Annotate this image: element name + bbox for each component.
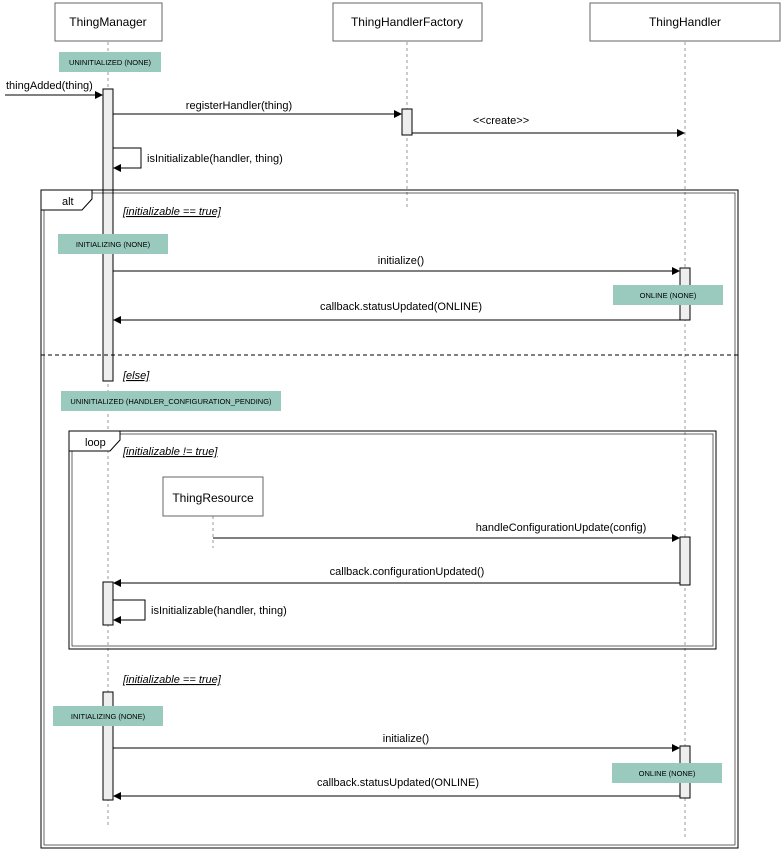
svg-text:isInitializable(handler, thing: isInitializable(handler, thing) bbox=[147, 153, 283, 165]
svg-text:handleConfigurationUpdate(conf: handleConfigurationUpdate(config) bbox=[476, 522, 647, 534]
guard-second-true: [initializable == true] bbox=[122, 674, 222, 686]
activation-manager-3 bbox=[102, 691, 114, 801]
activation-factory bbox=[401, 108, 413, 136]
message-register-handler: registerHandler(thing) bbox=[113, 100, 402, 118]
svg-text:isInitializable(handler, thing: isInitializable(handler, thing) bbox=[151, 605, 287, 617]
state-online-1: ONLINE (NONE) bbox=[613, 285, 723, 305]
svg-text:UNINITIALIZED (NONE): UNINITIALIZED (NONE) bbox=[69, 58, 152, 67]
alt-label: alt bbox=[62, 196, 74, 208]
activation-handler-2 bbox=[679, 536, 691, 586]
guard-alt-true: [initializable == true] bbox=[122, 206, 222, 218]
loop-label: loop bbox=[85, 437, 106, 449]
svg-text:UNINITIALIZED (HANDLER_CONFIGU: UNINITIALIZED (HANDLER_CONFIGURATION_PEN… bbox=[70, 397, 272, 406]
svg-text:ONLINE (NONE): ONLINE (NONE) bbox=[640, 291, 697, 300]
svg-text:ThingHandler: ThingHandler bbox=[649, 15, 721, 29]
svg-text:thingAdded(thing): thingAdded(thing) bbox=[6, 80, 93, 92]
participant-thing-handler: ThingHandler bbox=[589, 2, 781, 42]
svg-text:registerHandler(thing): registerHandler(thing) bbox=[186, 100, 292, 112]
message-is-initializable-2: isInitializable(handler, thing) bbox=[113, 599, 287, 624]
message-status-updated-2: callback.statusUpdated(ONLINE) bbox=[113, 777, 680, 800]
svg-text:<<create>>: <<create>> bbox=[473, 115, 529, 127]
message-initialize-1: initialize() bbox=[113, 255, 680, 275]
svg-text:initialize(): initialize() bbox=[378, 255, 424, 267]
message-handle-config-update: handleConfigurationUpdate(config) bbox=[213, 522, 680, 542]
alt-fragment: alt bbox=[40, 189, 739, 849]
message-status-updated-1: callback.statusUpdated(ONLINE) bbox=[113, 301, 680, 324]
svg-text:INITIALIZING (NONE): INITIALIZING (NONE) bbox=[76, 240, 151, 249]
guard-loop: [initializable != true] bbox=[122, 446, 218, 458]
svg-text:callback.statusUpdated(ONLINE): callback.statusUpdated(ONLINE) bbox=[317, 777, 479, 789]
guard-else: [else] bbox=[122, 370, 150, 382]
svg-text:ThingHandlerFactory: ThingHandlerFactory bbox=[351, 15, 463, 29]
message-is-initializable-1: isInitializable(handler, thing) bbox=[113, 147, 283, 172]
participant-thing-manager: ThingManager bbox=[54, 2, 163, 42]
svg-text:ThingManager: ThingManager bbox=[69, 15, 146, 29]
state-uninitialized-pending: UNINITIALIZED (HANDLER_CONFIGURATION_PEN… bbox=[61, 391, 281, 411]
activation-manager-2 bbox=[102, 581, 114, 626]
message-initialize-2: initialize() bbox=[113, 733, 680, 752]
state-initializing-2: INITIALIZING (NONE) bbox=[53, 706, 163, 726]
svg-text:ONLINE (NONE): ONLINE (NONE) bbox=[639, 769, 696, 778]
state-initializing-1: INITIALIZING (NONE) bbox=[58, 234, 168, 254]
message-create: <<create>> bbox=[412, 115, 685, 137]
state-online-2: ONLINE (NONE) bbox=[612, 763, 722, 783]
svg-text:callback.statusUpdated(ONLINE): callback.statusUpdated(ONLINE) bbox=[320, 301, 482, 313]
svg-text:ThingResource: ThingResource bbox=[172, 491, 254, 505]
message-thing-added: thingAdded(thing) bbox=[5, 80, 103, 99]
svg-text:INITIALIZING (NONE): INITIALIZING (NONE) bbox=[71, 712, 146, 721]
state-uninitialized-none: UNINITIALIZED (NONE) bbox=[59, 52, 161, 72]
participant-thing-resource: ThingResource bbox=[162, 476, 264, 517]
svg-text:initialize(): initialize() bbox=[383, 733, 429, 745]
svg-text:callback.configurationUpdated(: callback.configurationUpdated() bbox=[330, 566, 485, 578]
participant-thing-handler-factory: ThingHandlerFactory bbox=[332, 2, 483, 42]
message-config-updated: callback.configurationUpdated() bbox=[113, 566, 680, 587]
loop-fragment: loop bbox=[68, 430, 717, 650]
